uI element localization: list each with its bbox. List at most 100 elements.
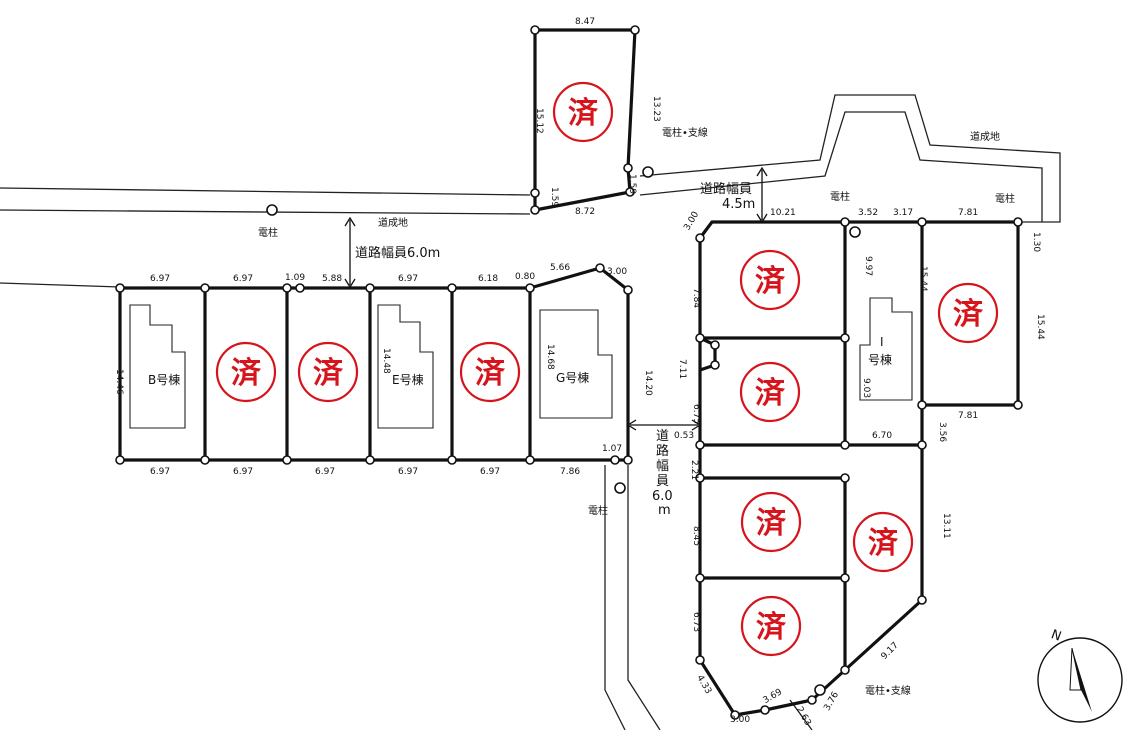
svg-text:済: 済 — [568, 96, 599, 131]
corner-points — [115, 25, 1023, 720]
dim-row-top-8: 3.00 — [607, 267, 627, 277]
sold-stamp-east-2: 済 — [739, 361, 801, 423]
dim-e-bottom-1: 3.69 — [762, 687, 785, 706]
south-road-char-1: 路 — [656, 443, 669, 459]
svg-text:済: 済 — [756, 506, 787, 541]
dim-row-bottom-0: 6.97 — [150, 467, 170, 477]
dim-row-top-1: 6.97 — [233, 274, 253, 284]
dim-row-bottom-5: 7.86 — [560, 467, 580, 477]
sold-stamp-east-5: 済 — [852, 511, 914, 573]
pole-label-south: 電柱 — [588, 504, 608, 517]
dim-row-top-4: 6.97 — [398, 274, 418, 284]
east-road-width-label: 4.5m — [722, 197, 755, 212]
house-e-label: E号棟 — [392, 372, 424, 387]
dim-e-inner-7: 7.81 — [958, 411, 978, 421]
south-road-char-3: 員 — [656, 474, 669, 489]
sold-stamp-d: 済 — [297, 341, 359, 403]
dim-e-top-2: 3.52 — [858, 208, 878, 218]
north-arrow-icon — [1072, 648, 1092, 712]
dim-row-bottom-2: 6.97 — [315, 467, 335, 477]
south-road-char-0: 道 — [656, 429, 669, 444]
misc-labels: 電柱 道成地 電柱•支線 道成地 電柱 電柱 電柱 電柱•支線 — [258, 126, 1015, 697]
svg-text:済: 済 — [755, 264, 786, 299]
compass-north-label: N — [1049, 627, 1063, 644]
dim-e-left-3: 2.21 — [689, 460, 699, 480]
dim-e-top-1: 10.21 — [770, 208, 796, 218]
road-outlines — [0, 94, 1061, 730]
sold-stamp-c: 済 — [215, 341, 277, 403]
sold-stamps: 済 済 済 済 済 済 済 済 — [215, 81, 999, 657]
dim-e-inner-4: 3.56 — [937, 422, 947, 442]
sold-stamp-east-4: 済 — [740, 491, 802, 553]
svg-text:済: 済 — [231, 356, 262, 391]
dim-row-bottom-3: 6.97 — [398, 467, 418, 477]
dim-top-lot-bottom: 8.72 — [575, 207, 595, 217]
dim-row-top-2: 1.09 — [285, 273, 305, 283]
dim-g-depth: 14.68 — [545, 344, 555, 370]
north-road-width-label: 道路幅員6.0m — [355, 245, 440, 261]
pole-label-north: 電柱 — [258, 226, 278, 239]
dim-row-bottom-4: 6.97 — [480, 467, 500, 477]
house-i-suffix: 号棟 — [868, 352, 892, 367]
dim-e-inner-1: 15.44 — [918, 266, 928, 292]
dim-e-bottom-2: 2.63 — [794, 705, 813, 727]
road-land-label-east: 道成地 — [970, 130, 1000, 143]
dim-row-top-3: 5.88 — [322, 274, 342, 284]
dim-top-lot-bl: 1.59 — [549, 187, 559, 207]
dim-row-top-5: 6.18 — [478, 274, 498, 284]
house-g-label: G号棟 — [556, 370, 589, 385]
dim-e-top-3: 3.17 — [893, 208, 913, 218]
pole-label-east: 電柱 — [830, 190, 850, 203]
house-labels: B号棟 E号棟 G号棟 I 号棟 — [148, 335, 892, 387]
compass: N — [1037, 627, 1123, 723]
pole-label-far-east: 電柱 — [995, 192, 1015, 205]
dim-e-small: 7.11 — [677, 359, 687, 379]
dim-e-inner-5: 13.11 — [941, 513, 951, 539]
road-labels: 道路幅員6.0m 道路幅員 4.5m 道 路 幅 員 6.0 m — [355, 181, 755, 518]
dim-row-top-7: 5.66 — [550, 263, 570, 273]
pole-guy-label-top: 電柱•支線 — [662, 126, 708, 139]
dim-g-right: 14.20 — [643, 370, 653, 396]
dim-g-corner: 1.07 — [602, 444, 622, 454]
dim-top-lot-top: 8.47 — [575, 17, 595, 27]
dim-e-inner-6: 9.17 — [880, 641, 901, 662]
road-land-label-north: 道成地 — [378, 216, 408, 229]
east-road-name-label: 道路幅員 — [700, 181, 752, 197]
dim-e-depth: 14.48 — [381, 348, 391, 374]
dim-e-inner-3: 6.70 — [872, 431, 892, 441]
road-width-arrows — [344, 166, 768, 431]
dim-e-left-0: 7.84 — [691, 288, 701, 308]
dim-e-inner-0: 9.97 — [863, 256, 873, 276]
house-footprints — [129, 297, 913, 429]
dim-top-lot-br: 1.59 — [627, 174, 637, 194]
dim-e-top-4: 7.81 — [958, 208, 978, 218]
dimension-labels: 8.47 15.12 13.23 1.59 1.59 8.72 6.97 6.9… — [114, 17, 1045, 728]
sold-stamp-east-6: 済 — [740, 595, 802, 657]
svg-text:済: 済 — [756, 610, 787, 645]
dim-top-lot-right: 13.23 — [651, 96, 661, 122]
svg-text:済: 済 — [313, 356, 344, 391]
south-road-char-4: 6.0 — [652, 489, 673, 504]
dim-e-top-0: 3.00 — [682, 210, 701, 233]
svg-text:済: 済 — [755, 376, 786, 411]
south-road-char-2: 幅 — [656, 459, 669, 474]
dim-e-left-5: 6.73 — [691, 612, 701, 632]
dim-row-top-0: 6.97 — [150, 274, 170, 284]
pole-guy-label-bottom: 電柱•支線 — [865, 684, 911, 697]
sold-stamp-east-1: 済 — [739, 249, 801, 311]
dim-top-lot-left: 15.12 — [534, 108, 544, 134]
sold-stamp-east-3: 済 — [937, 282, 999, 344]
dim-e-inner-2: 9.03 — [861, 378, 871, 398]
dim-e-top-5: 1.30 — [1031, 232, 1041, 252]
dim-e-left-2: 0.53 — [674, 431, 694, 441]
svg-text:済: 済 — [475, 356, 506, 391]
dim-e-left-4: 8.45 — [691, 526, 701, 546]
svg-text:済: 済 — [953, 297, 984, 332]
dim-e-far-right: 15.44 — [1035, 314, 1045, 340]
dim-e-bottom-0: 3.00 — [730, 715, 750, 725]
house-b-label: B号棟 — [148, 372, 180, 387]
sold-stamp-f: 済 — [459, 341, 521, 403]
dim-e-left-1: 6.75 — [691, 404, 701, 424]
dim-e-bottom-3: 3.76 — [822, 690, 841, 713]
